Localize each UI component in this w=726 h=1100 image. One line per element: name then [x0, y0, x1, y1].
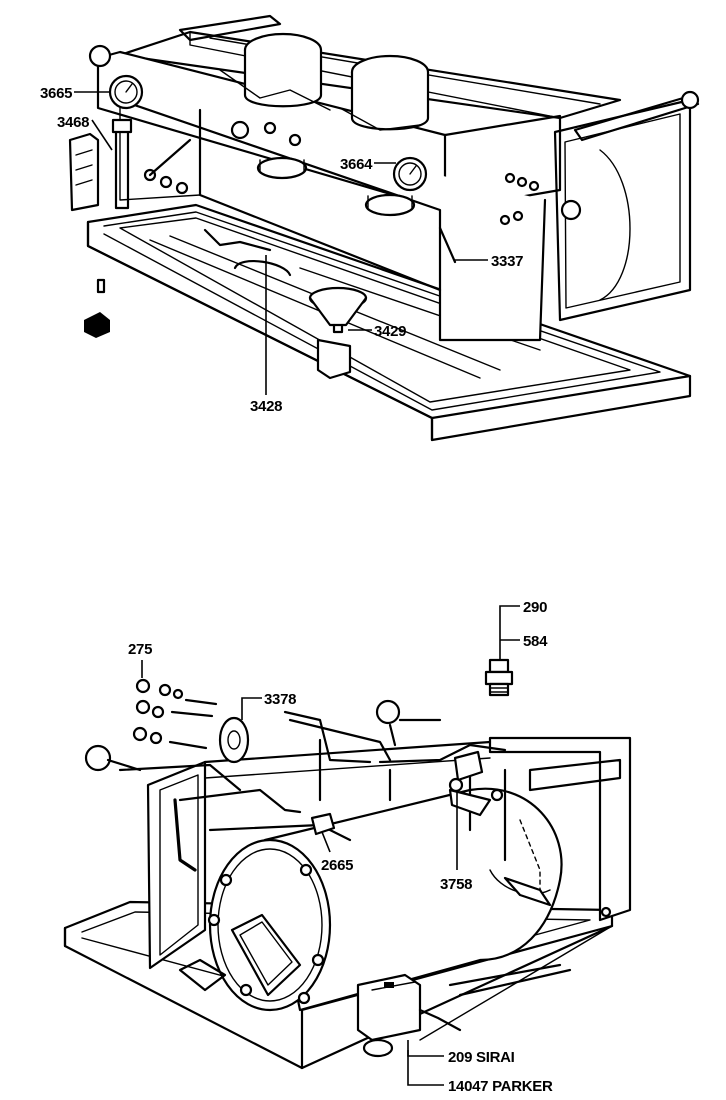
bottom-pressurestat [356, 973, 462, 1058]
top-boiler-heads [219, 32, 430, 217]
callout-3758: 3758 [440, 876, 472, 893]
bottom-fitting-290-584 [484, 658, 514, 697]
top-machine-drawing [68, 14, 700, 442]
bottom-left-frame [146, 740, 492, 970]
bottom-machine-drawing [63, 605, 632, 1086]
top-funnel [308, 286, 368, 380]
callout-3337: 3337 [491, 253, 523, 270]
callout-275: 275 [128, 641, 152, 658]
callout-209-sirai: 209 SIRAI [448, 1049, 515, 1066]
callout-14047-parker: 14047 PARKER [448, 1078, 553, 1095]
callout-3664: 3664 [340, 156, 373, 173]
bottom-leader-lines [141, 605, 520, 1086]
callout-2665: 2665 [321, 857, 353, 874]
bottom-gauge-left [84, 744, 142, 772]
bottom-fittings [310, 750, 552, 907]
top-loose-parts [68, 118, 192, 338]
callout-3429: 3429 [374, 323, 406, 340]
callout-3378: 3378 [264, 691, 296, 708]
callout-3428: 3428 [250, 398, 282, 415]
bottom-boiler [207, 787, 563, 1012]
top-right-frame [553, 90, 700, 322]
top-leader-lines [74, 91, 488, 395]
top-gauge-right [392, 156, 428, 192]
callout-3468: 3468 [57, 114, 89, 131]
top-fittings [88, 44, 540, 277]
callout-labels: 3665 3468 3664 3337 3429 3428 290 584 27… [40, 85, 553, 1095]
callout-584: 584 [523, 633, 548, 650]
bottom-right-frame [488, 736, 632, 922]
bottom-gauge-right [375, 699, 442, 747]
bottom-exploded-nuts-275 [132, 678, 218, 750]
callout-3665: 3665 [40, 85, 72, 102]
bottom-gasket-3378 [218, 716, 250, 764]
callout-290: 290 [523, 599, 547, 616]
top-gauge-left [108, 74, 144, 110]
